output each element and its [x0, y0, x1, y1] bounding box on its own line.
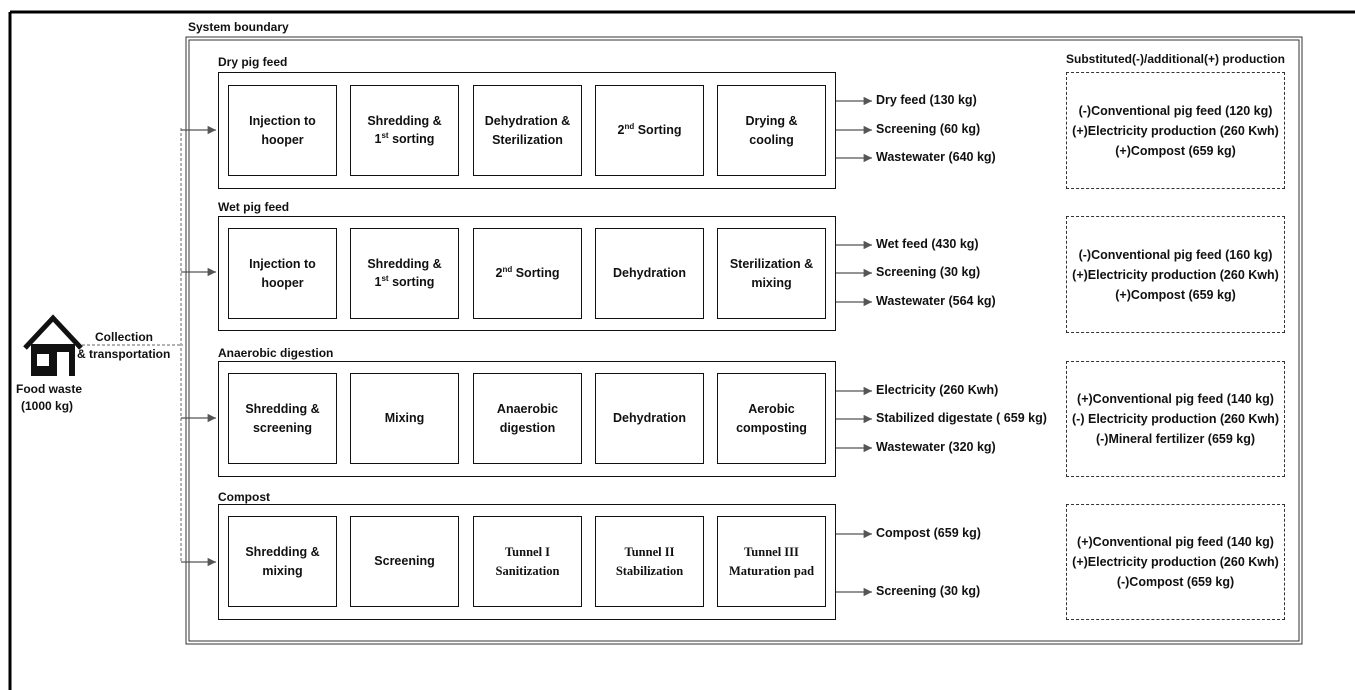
substitution-item: (-)Compost (659 kg) [1116, 575, 1235, 589]
row-title-compost: Compost [218, 490, 270, 504]
row-title-dry-pig-feed: Dry pig feed [218, 55, 288, 69]
output-label: Screening (60 kg) [876, 122, 981, 136]
output-label: Dry feed (130 kg) [876, 93, 977, 107]
house-icon [23, 314, 83, 376]
process-step: Drying &cooling [717, 85, 826, 176]
output-label: Wastewater (640 kg) [876, 150, 996, 164]
row-title-anaerobic-digestion: Anaerobic digestion [218, 346, 334, 360]
process-step: Dehydration [595, 228, 704, 319]
substitution-item: (+)Electricity production (260 Kwh) [1072, 267, 1279, 282]
process-step: Sterilization &mixing [717, 228, 826, 319]
substitution-box: (-)Conventional pig feed (160 kg) (+)Ele… [1066, 216, 1285, 333]
system-boundary-inner [188, 39, 1300, 642]
process-step: Mixing [350, 373, 459, 464]
substitution-item: (+)Electricity production (260 Kwh) [1072, 555, 1279, 569]
substitution-item: (+)Conventional pig feed (140 kg) [1077, 535, 1274, 549]
row-title-wet-pig-feed: Wet pig feed [218, 200, 290, 214]
row-box-wet-pig-feed [218, 216, 836, 331]
substitution-item: (+)Conventional pig feed (140 kg) [1077, 392, 1274, 406]
output-label: Wet feed (430 kg) [876, 237, 979, 251]
output-label: Stabilized digestate ( 659 kg) [876, 411, 1047, 425]
substitution-item: (+)Compost (659 kg) [1115, 143, 1236, 158]
output-label: Electricity (260 Kwh) [876, 383, 999, 397]
process-step: Dehydration &Sterilization [473, 85, 582, 176]
substitution-item: (+)Electricity production (260 Kwh) [1072, 123, 1279, 138]
process-step: Shredding &1st sorting [350, 85, 459, 176]
output-label: Wastewater (564 kg) [876, 294, 996, 308]
system-boundary-label: System boundary [188, 20, 289, 34]
food-waste-amount: (1000 kg) [21, 399, 74, 413]
substitution-item: (-)Conventional pig feed (120 kg) [1078, 103, 1273, 118]
process-step: Dehydration [595, 373, 704, 464]
output-label: Compost (659 kg) [876, 526, 981, 540]
row-box-dry-pig-feed [218, 72, 836, 189]
process-step: Shredding &1st sorting [350, 228, 459, 319]
substitution-item: (-) Electricity production (260 Kwh) [1072, 412, 1279, 426]
transportation-label: & transportation [77, 347, 171, 361]
system-boundary-box [185, 36, 1303, 645]
row-box-compost [218, 504, 836, 620]
process-step: 2nd Sorting [473, 228, 582, 319]
substitution-box: (+)Conventional pig feed (140 kg) (+)Ele… [1066, 504, 1285, 620]
collection-label: Collection [95, 330, 154, 344]
output-label: Screening (30 kg) [876, 584, 981, 598]
process-step: 2nd Sorting [595, 85, 704, 176]
process-step: Shredding &mixing [228, 516, 337, 607]
output-label: Wastewater (320 kg) [876, 440, 996, 454]
substitution-item: (-)Conventional pig feed (160 kg) [1078, 247, 1273, 262]
row-box-anaerobic-digestion [218, 361, 836, 477]
substitution-item: (+)Compost (659 kg) [1115, 287, 1236, 302]
substitution-box: (+)Conventional pig feed (140 kg) (-) El… [1066, 361, 1285, 477]
substitution-item: (-)Mineral fertilizer (659 kg) [1095, 432, 1256, 446]
process-step: Shredding &screening [228, 373, 337, 464]
output-label: Screening (30 kg) [876, 265, 981, 279]
food-waste-label: Food waste [16, 382, 83, 396]
substitution-header: Substituted(-)/additional(+) production [1066, 52, 1285, 66]
substitution-box: (-)Conventional pig feed (120 kg) (+)Ele… [1066, 72, 1285, 189]
process-step: Screening [350, 516, 459, 607]
